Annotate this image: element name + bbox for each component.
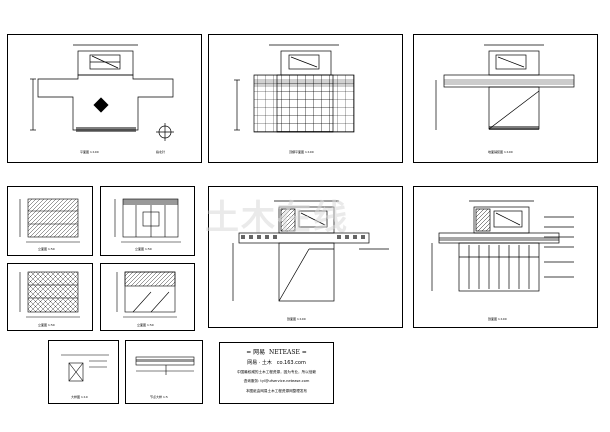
title-block-sub: 网易 · 土木 co.163.com bbox=[220, 359, 333, 366]
sheet-ceiling-plan: 顶棚平面图 1:100 bbox=[208, 34, 403, 163]
elevation-4-drawing bbox=[116, 271, 177, 318]
sheet-detail-1: 大样图 1:10 bbox=[48, 340, 119, 404]
sheet-elevation-4: 立面图 1:50 bbox=[100, 263, 195, 331]
caption-floor-plan: 平面图 1:100 bbox=[80, 150, 99, 154]
caption-elevation-4: 立面图 1:50 bbox=[137, 323, 154, 327]
elevation-1-drawing bbox=[19, 198, 80, 243]
caption-detail-1: 大样图 1:10 bbox=[71, 395, 88, 399]
sub-cn: 网易 · 土木 bbox=[247, 360, 272, 366]
caption-elevation-3: 立面图 1:50 bbox=[38, 323, 55, 327]
caption-section-a: 剖面图 1:100 bbox=[287, 317, 306, 321]
caption-floor-pattern: 地面铺装图 1:100 bbox=[488, 150, 513, 154]
sheet-floor-plan: 平面图 1:100 指北针 bbox=[7, 34, 202, 163]
sheet-elevation-3: 立面图 1:50 bbox=[7, 263, 93, 331]
floor-plan-drawing bbox=[30, 44, 174, 141]
brand-en: NETEASE bbox=[269, 349, 300, 356]
sheet-detail-2: 节点大样 1:5 bbox=[125, 340, 203, 404]
caption-ceiling-plan: 顶棚平面图 1:100 bbox=[289, 150, 314, 154]
title-block-line2: 咨询服务: tyl@ufservice.netease.com bbox=[220, 379, 333, 384]
caption-elevation-2: 立面图 1:50 bbox=[135, 247, 152, 251]
title-block: = 网易 NETEASE = 网易 · 土木 co.163.com 中国最权威的… bbox=[219, 342, 334, 404]
caption-elevation-1: 立面图 1:50 bbox=[38, 247, 55, 251]
title-block-brand: = 网易 NETEASE = bbox=[246, 349, 307, 356]
sub-url: co.163.com bbox=[276, 360, 306, 366]
sheet-elevation-1: 立面图 1:50 bbox=[7, 186, 93, 256]
sheet-section-a: 剖面图 1:100 bbox=[208, 186, 403, 328]
detail-1-drawing bbox=[61, 354, 109, 382]
detail-2-drawing bbox=[135, 356, 195, 375]
title-block-line3: 本图纸由网易土木工程资源网整理发布 bbox=[245, 389, 308, 393]
sheet-section-b: 剖面图 1:100 bbox=[413, 186, 598, 328]
brand-cn: 网易 bbox=[253, 349, 266, 356]
section-b-drawing bbox=[431, 200, 574, 292]
caption-detail-2: 节点大样 1:5 bbox=[150, 395, 168, 399]
caption-section-b: 剖面图 1:100 bbox=[488, 317, 507, 321]
sheet-floor-pattern: 地面铺装图 1:100 bbox=[413, 34, 598, 163]
title-block-line1: 中国最权威的土木工程资源，因为专业，所以信赖 bbox=[236, 370, 317, 374]
elevation-2-drawing bbox=[114, 198, 181, 243]
sheet-elevation-2: 立面图 1:50 bbox=[100, 186, 195, 256]
caption-north-arrow: 指北针 bbox=[156, 150, 166, 154]
watermark-text: 土木在线 bbox=[205, 198, 349, 238]
floor-pattern-drawing bbox=[435, 44, 575, 130]
ceiling-plan-drawing bbox=[234, 44, 355, 133]
line2-label: 咨询服务: bbox=[243, 379, 260, 383]
section-a-drawing bbox=[232, 200, 389, 302]
line2-value: tyl@ufservice.netease.com bbox=[260, 379, 310, 383]
elevation-3-drawing bbox=[19, 271, 80, 318]
